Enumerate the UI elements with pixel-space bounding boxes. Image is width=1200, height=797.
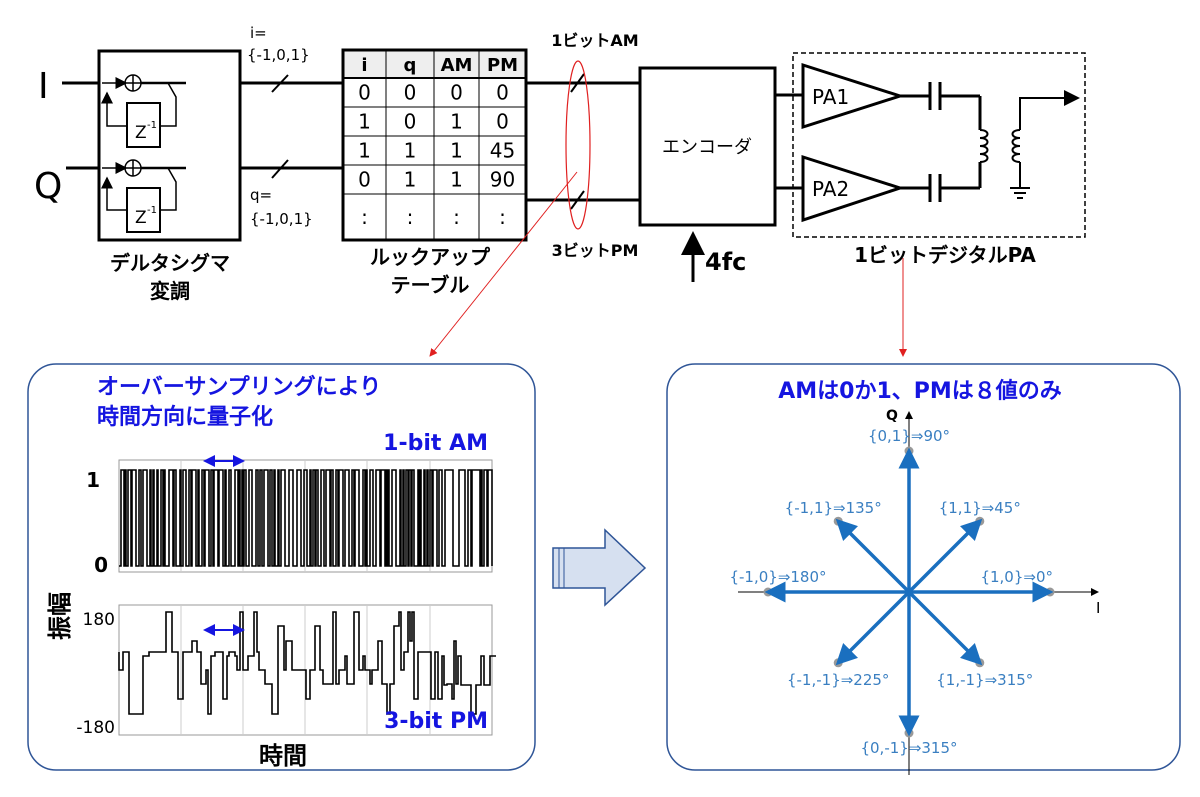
table-cell: 1 [404,168,417,192]
constellation-label: {-1,-1}⇒225° [787,671,889,689]
constellation-label: {1,0}⇒0° [980,568,1053,586]
constellation-label: {1,-1}⇒315° [936,671,1033,689]
table-cell: 0 [358,168,371,192]
table-cell: 1 [450,168,463,192]
table-cell: 0 [450,81,463,105]
pa2-label: PA2 [812,177,849,201]
input-q-label: Q [34,166,62,207]
table-header-cell: q [404,55,417,76]
i-axis-label: I [1096,599,1100,617]
table-cell: 45 [490,139,515,163]
table-cell: 1 [450,139,463,163]
phase-vector [907,518,983,594]
pm-waveform-plot [118,604,496,736]
table-cell: 1 [358,110,371,134]
encoder-label: エンコーダ [662,137,752,158]
lookup-table-label-1: ルックアップ [370,245,491,269]
y-axis-label: 振幅 [46,592,74,640]
table-header-cell: i [361,55,367,76]
delta-sigma-label-2: 変調 [150,279,190,303]
clock-label: 4fc [705,248,746,276]
pm-waveform [118,611,496,715]
table-header-cell: PM [487,55,518,76]
am-waveform-plot [118,459,493,573]
q-set-label-2: {-1,0,1} [250,210,313,228]
digital-pa: PA1 PA2 [792,52,1086,238]
table-header-cell: AM [441,55,473,76]
table-cell: 1 [450,110,463,134]
table-cell: 0 [496,81,509,105]
x-axis-label: 時間 [259,742,307,770]
left-panel-title-1: オーバーサンプリングにより [97,374,381,400]
phase-vector [907,590,983,666]
delay-exp-1: -1 [147,120,157,131]
delay-exp-2: -1 [147,205,157,216]
table-cell: 90 [490,168,515,192]
signal-lines [62,73,803,210]
q-axis-label: Q [886,408,898,424]
table-cell: 0 [358,81,371,105]
red-pointer-left [429,171,578,357]
digital-pa-label: 1ビットデジタルPA [854,243,1036,267]
right-panel-title: AMは0か1、PMは８値のみ [778,379,1062,404]
pm-tick-minus180: -180 [76,718,115,738]
q-set-label-1: q= [250,186,272,204]
pa1-label: PA1 [812,85,849,109]
pm-bus-label: 3ビットPM [552,241,639,260]
constellation-label: {-1,1}⇒135° [785,499,882,517]
constellation-label: {-1,0}⇒180° [729,568,826,586]
phase-vector [835,590,911,666]
am-plot-label: 1-bit AM [383,431,488,456]
table-cell: 0 [404,81,417,105]
encoder-block [638,66,777,227]
input-i-label: I [38,66,49,107]
bus-highlight-ellipse [565,60,591,230]
table-cell: 0 [404,110,417,134]
phase-vector [835,518,911,594]
table-cell: 0 [496,110,509,134]
constellation-label: {0,-1}⇒315° [860,739,957,757]
constellation-diagram: I Q {1,0}⇒0° {1,1}⇒45° {0,1}⇒90° {-1,1}⇒135° {… [729,408,1100,775]
i-set-label-1: i= [250,24,267,42]
delta-sigma-modulator: Z -1 Z -1 [97,49,242,242]
pm-tick-180: 180 [83,610,115,630]
am-bus-label: 1ビットAM [551,31,638,50]
table-cell: 1 [358,139,371,163]
table-cell: : [407,205,414,229]
constellation-label: {0,1}⇒90° [868,427,950,445]
pm-plot-label: 3-bit PM [384,709,488,734]
table-cell: 1 [404,139,417,163]
table-cell: : [453,205,460,229]
right-panel [666,363,1181,771]
right-arrow-icon [552,528,647,607]
constellation-label: {1,1}⇒45° [939,499,1021,517]
delay-block-2: Z [135,208,147,228]
lookup-table-label-2: テーブル [391,273,470,297]
am-tick-0: 0 [94,553,108,577]
am-tick-1: 1 [86,468,100,492]
table-cell: : [361,205,368,229]
delta-sigma-label-1: デルタシグマ [110,251,230,275]
left-panel-title-2: 時間方向に量子化 [97,404,273,430]
delay-block-1: Z [135,123,147,143]
i-set-label-2: {-1,0,1} [247,46,310,64]
am-waveform [119,469,493,567]
table-cell: : [499,205,506,229]
